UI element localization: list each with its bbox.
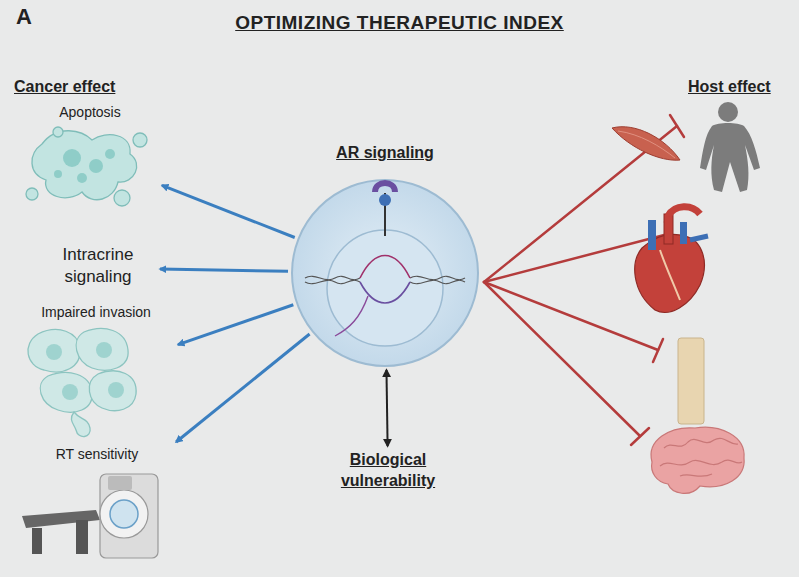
section-heading: Host effect bbox=[688, 78, 771, 96]
ar-cell-circle: AR signaling bbox=[290, 178, 480, 368]
effect-arrow bbox=[162, 185, 295, 237]
effect-arrow bbox=[178, 305, 293, 345]
section-heading: Cancer effect bbox=[14, 78, 115, 96]
panel-letter: A bbox=[16, 4, 32, 30]
node-text: Apoptosis bbox=[22, 104, 158, 120]
effect-arrow bbox=[160, 269, 288, 271]
invasion-panel: Impaired invasion bbox=[18, 304, 174, 442]
rt-panel: RT sensitivity bbox=[16, 446, 178, 566]
node-text: AR signaling bbox=[260, 144, 510, 162]
double-arrow bbox=[386, 370, 387, 446]
node-text: Intracrine signaling bbox=[40, 244, 156, 288]
effect-arrow bbox=[176, 334, 309, 442]
node-text: Biological vulnerability bbox=[322, 450, 454, 492]
node-text: Impaired invasion bbox=[18, 304, 174, 320]
apoptosis-panel: Apoptosis bbox=[22, 104, 158, 210]
diagram-title: OPTIMIZING THERAPEUTIC INDEX bbox=[0, 12, 799, 34]
intracrine-panel: Intracrine signaling bbox=[40, 244, 156, 292]
node-text: RT sensitivity bbox=[16, 446, 178, 462]
vulnerability-text: Biological vulnerability bbox=[322, 450, 454, 494]
